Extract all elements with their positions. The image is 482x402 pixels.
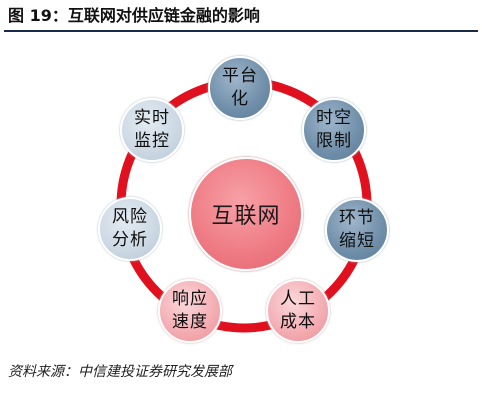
- node-label: 风险分析: [112, 207, 148, 250]
- node-label: 平台化: [222, 66, 258, 109]
- node-time-space: 时空限制: [302, 98, 366, 162]
- node-label: 时空限制: [316, 108, 352, 151]
- figure-title: 图 19：互联网对供应链金融的影响: [8, 6, 260, 25]
- center-node-label: 互联网: [211, 204, 281, 229]
- node-labor-cost: 人工成本: [266, 279, 330, 343]
- node-realtime-monitoring: 实时监控: [120, 98, 184, 162]
- center-node: 互联网: [189, 157, 303, 271]
- title-divider: [4, 30, 478, 32]
- node-label: 实时监控: [134, 108, 170, 151]
- node-label: 响应速度: [172, 289, 208, 332]
- node-risk-analysis: 风险分析: [98, 197, 162, 261]
- node-label: 人工成本: [280, 289, 316, 332]
- node-platform: 平台化: [208, 56, 272, 120]
- node-link-shortening: 环节缩短: [325, 198, 389, 262]
- node-label: 环节缩短: [339, 208, 375, 251]
- node-response-speed: 响应速度: [158, 279, 222, 343]
- source-note: 资料来源：中信建投证券研究发展部: [8, 364, 232, 380]
